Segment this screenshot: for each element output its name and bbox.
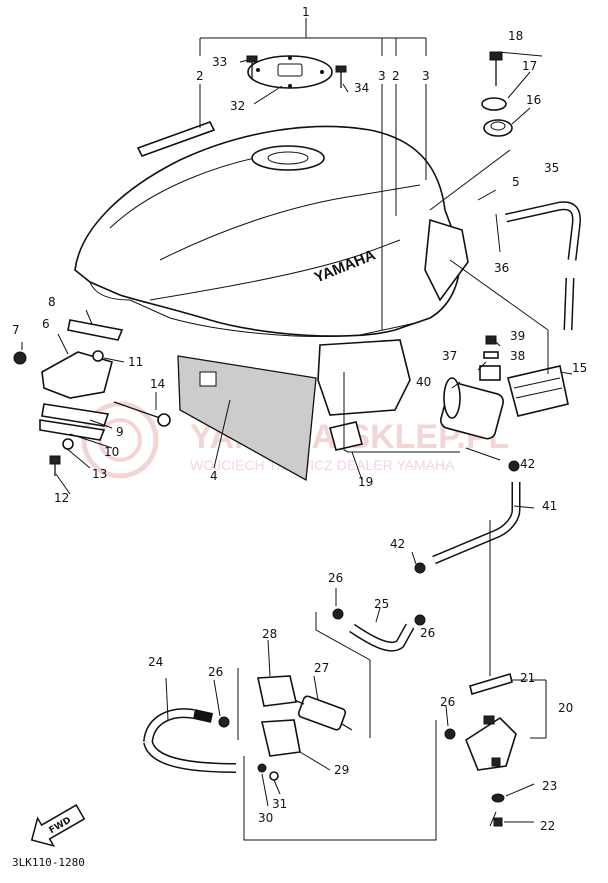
callout-5: 5: [512, 175, 520, 189]
callout-28: 28: [262, 627, 277, 641]
callout-2: 2: [392, 69, 400, 83]
callout-38: 38: [510, 349, 525, 363]
callout-16: 16: [526, 93, 541, 107]
washer-23: [491, 793, 505, 803]
callout-2: 2: [196, 69, 204, 83]
bracket-6: [41, 351, 113, 399]
clamp-42: [414, 460, 520, 574]
callout-4: 4: [210, 469, 218, 483]
fuel-tank: [74, 125, 469, 416]
fwd-arrow-icon: FWD: [30, 804, 86, 848]
callout-21: 21: [520, 671, 535, 685]
callout-14: 14: [150, 377, 165, 391]
watermark-subtitle: WOJCIECH TKOWICZ DEALER YAMAHA: [190, 457, 455, 473]
callout-33: 33: [212, 55, 227, 69]
callout-6: 6: [42, 317, 50, 331]
collar-11: [92, 350, 104, 362]
bolt-18: [489, 51, 503, 86]
callout-27: 27: [314, 661, 329, 675]
callout-11: 11: [128, 355, 143, 369]
callout-lines: [21, 18, 573, 841]
callout-12: 12: [54, 491, 69, 505]
callout-42: 42: [520, 457, 535, 471]
callout-26: 26: [440, 695, 455, 709]
holder-28: [257, 675, 297, 707]
callout-10: 10: [104, 445, 119, 459]
callout-26: 26: [328, 571, 343, 585]
clamp-26: [218, 608, 456, 740]
damper-plate: [177, 355, 317, 482]
bolt-37-38-39: [479, 335, 501, 381]
callout-24: 24: [148, 655, 163, 669]
bolt-14: [113, 401, 171, 427]
cover-15: [507, 365, 569, 417]
pipe-21: [469, 672, 513, 696]
callout-23: 23: [542, 779, 557, 793]
bolt-12: [49, 455, 61, 476]
damper-16: [483, 119, 513, 137]
fuel-cock-20: [465, 715, 517, 771]
fuel-filter-27: [293, 695, 353, 731]
callout-7: 7: [12, 323, 20, 337]
callout-8: 8: [48, 295, 56, 309]
callout-35: 35: [544, 161, 559, 175]
callout-32: 32: [230, 99, 245, 113]
callout-37: 37: [442, 349, 457, 363]
callout-25: 25: [374, 597, 389, 611]
callout-19: 19: [358, 475, 373, 489]
callout-39: 39: [510, 329, 525, 343]
screw-22: [493, 817, 503, 827]
screw-33: [246, 55, 258, 78]
collar-30-31: [257, 763, 279, 781]
callout-3: 3: [422, 69, 430, 83]
pad-8: [67, 319, 124, 341]
callout-22: 22: [540, 819, 555, 833]
callout-26: 26: [208, 665, 223, 679]
callout-40: 40: [416, 375, 431, 389]
collar-13: [62, 438, 74, 450]
washer-17: [481, 97, 507, 111]
tank-cap: [247, 55, 333, 89]
callout-1: 1: [302, 5, 310, 19]
damper-19: [329, 421, 363, 451]
plate-10: [39, 419, 106, 441]
diagram-code: 3LK110-1280: [12, 856, 85, 869]
rubber-strip: [136, 121, 216, 157]
callout-42: 42: [390, 537, 405, 551]
callout-36: 36: [494, 261, 509, 275]
callout-18: 18: [508, 29, 523, 43]
callout-29: 29: [334, 763, 349, 777]
callout-34: 34: [354, 81, 369, 95]
callout-13: 13: [92, 467, 107, 481]
callout-20: 20: [558, 701, 573, 715]
callout-3: 3: [378, 69, 386, 83]
callout-15: 15: [572, 361, 587, 375]
fuel-pump-40: [439, 377, 505, 440]
hose-41: [432, 482, 521, 565]
callout-41: 41: [542, 499, 557, 513]
callout-9: 9: [116, 425, 124, 439]
callout-31: 31: [272, 797, 287, 811]
callout-30: 30: [258, 811, 273, 825]
callout-17: 17: [522, 59, 537, 73]
bolt-7: [13, 351, 27, 365]
screw-34: [335, 65, 347, 88]
bracket-29: [261, 719, 301, 757]
callout-26: 26: [420, 626, 435, 640]
